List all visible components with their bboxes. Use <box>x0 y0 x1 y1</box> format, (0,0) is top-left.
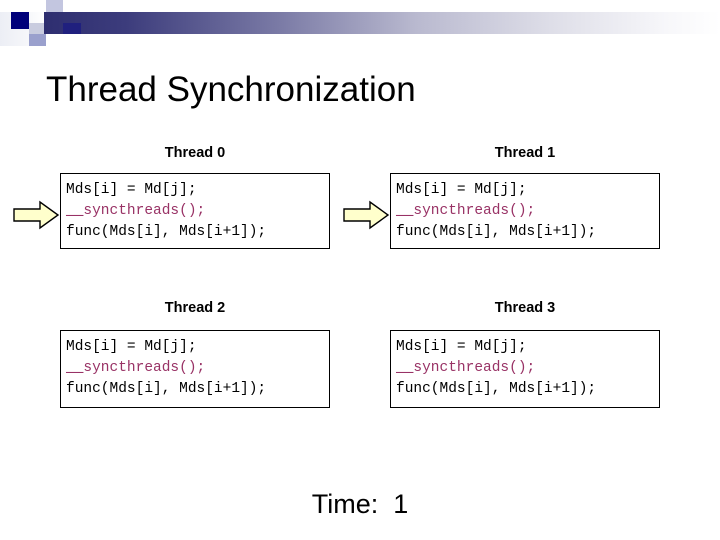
code-line-assign-0: Mds[i] = Md[j]; <box>66 182 197 198</box>
sync-call-0: syncthreads(); <box>83 203 206 219</box>
code-box-thread-1: Mds[i] = Md[j]; __syncthreads(); func(Md… <box>390 173 660 249</box>
thread-label-2: Thread 2 <box>164 300 226 316</box>
code-line-assign-1: Mds[i] = Md[j]; <box>396 182 527 198</box>
right-arrow-icon-thread-1 <box>343 200 390 230</box>
sync-underscores-3: __ <box>396 360 414 376</box>
page-title: Thread Synchronization <box>46 70 416 109</box>
banner-square-navy-2 <box>63 23 81 34</box>
code-box-thread-2: Mds[i] = Md[j]; __syncthreads(); func(Md… <box>60 330 330 408</box>
sync-call-3: syncthreads(); <box>413 360 536 376</box>
sync-underscores-2: __ <box>66 360 84 376</box>
thread-label-3: Thread 3 <box>494 300 556 316</box>
code-line-func-2: func(Mds[i], Mds[i+1]); <box>66 381 267 397</box>
code-line-func-0: func(Mds[i], Mds[i+1]); <box>66 224 267 240</box>
banner-square-lavender-4 <box>29 34 46 46</box>
code-box-thread-3: Mds[i] = Md[j]; __syncthreads(); func(Md… <box>390 330 660 408</box>
banner-gradient-bar <box>44 12 720 34</box>
time-counter: Time: 1 <box>311 489 409 519</box>
sync-call-2: syncthreads(); <box>83 360 206 376</box>
code-line-assign-3: Mds[i] = Md[j]; <box>396 339 527 355</box>
code-line-func-1: func(Mds[i], Mds[i+1]); <box>396 224 597 240</box>
code-line-syncthreads-3: __syncthreads(); <box>396 358 659 379</box>
code-line-syncthreads-2: __syncthreads(); <box>66 358 329 379</box>
code-line-syncthreads-0: __syncthreads(); <box>66 201 329 222</box>
sync-underscores-0: __ <box>66 203 84 219</box>
banner-square-white-1 <box>29 0 46 12</box>
code-line-assign-2: Mds[i] = Md[j]; <box>66 339 197 355</box>
sync-underscores-1: __ <box>396 203 414 219</box>
code-line-syncthreads-1: __syncthreads(); <box>396 201 659 222</box>
code-line-func-3: func(Mds[i], Mds[i+1]); <box>396 381 597 397</box>
sync-call-1: syncthreads(); <box>413 203 536 219</box>
code-box-thread-0: Mds[i] = Md[j]; __syncthreads(); func(Md… <box>60 173 330 249</box>
right-arrow-icon-thread-0 <box>13 200 60 230</box>
banner-square-navy-1 <box>11 12 29 29</box>
banner-square-white-2 <box>63 0 81 12</box>
thread-label-1: Thread 1 <box>494 145 556 161</box>
banner-square-lavender-3 <box>29 23 46 34</box>
slide-header-banner <box>0 0 720 46</box>
thread-label-0: Thread 0 <box>164 145 226 161</box>
